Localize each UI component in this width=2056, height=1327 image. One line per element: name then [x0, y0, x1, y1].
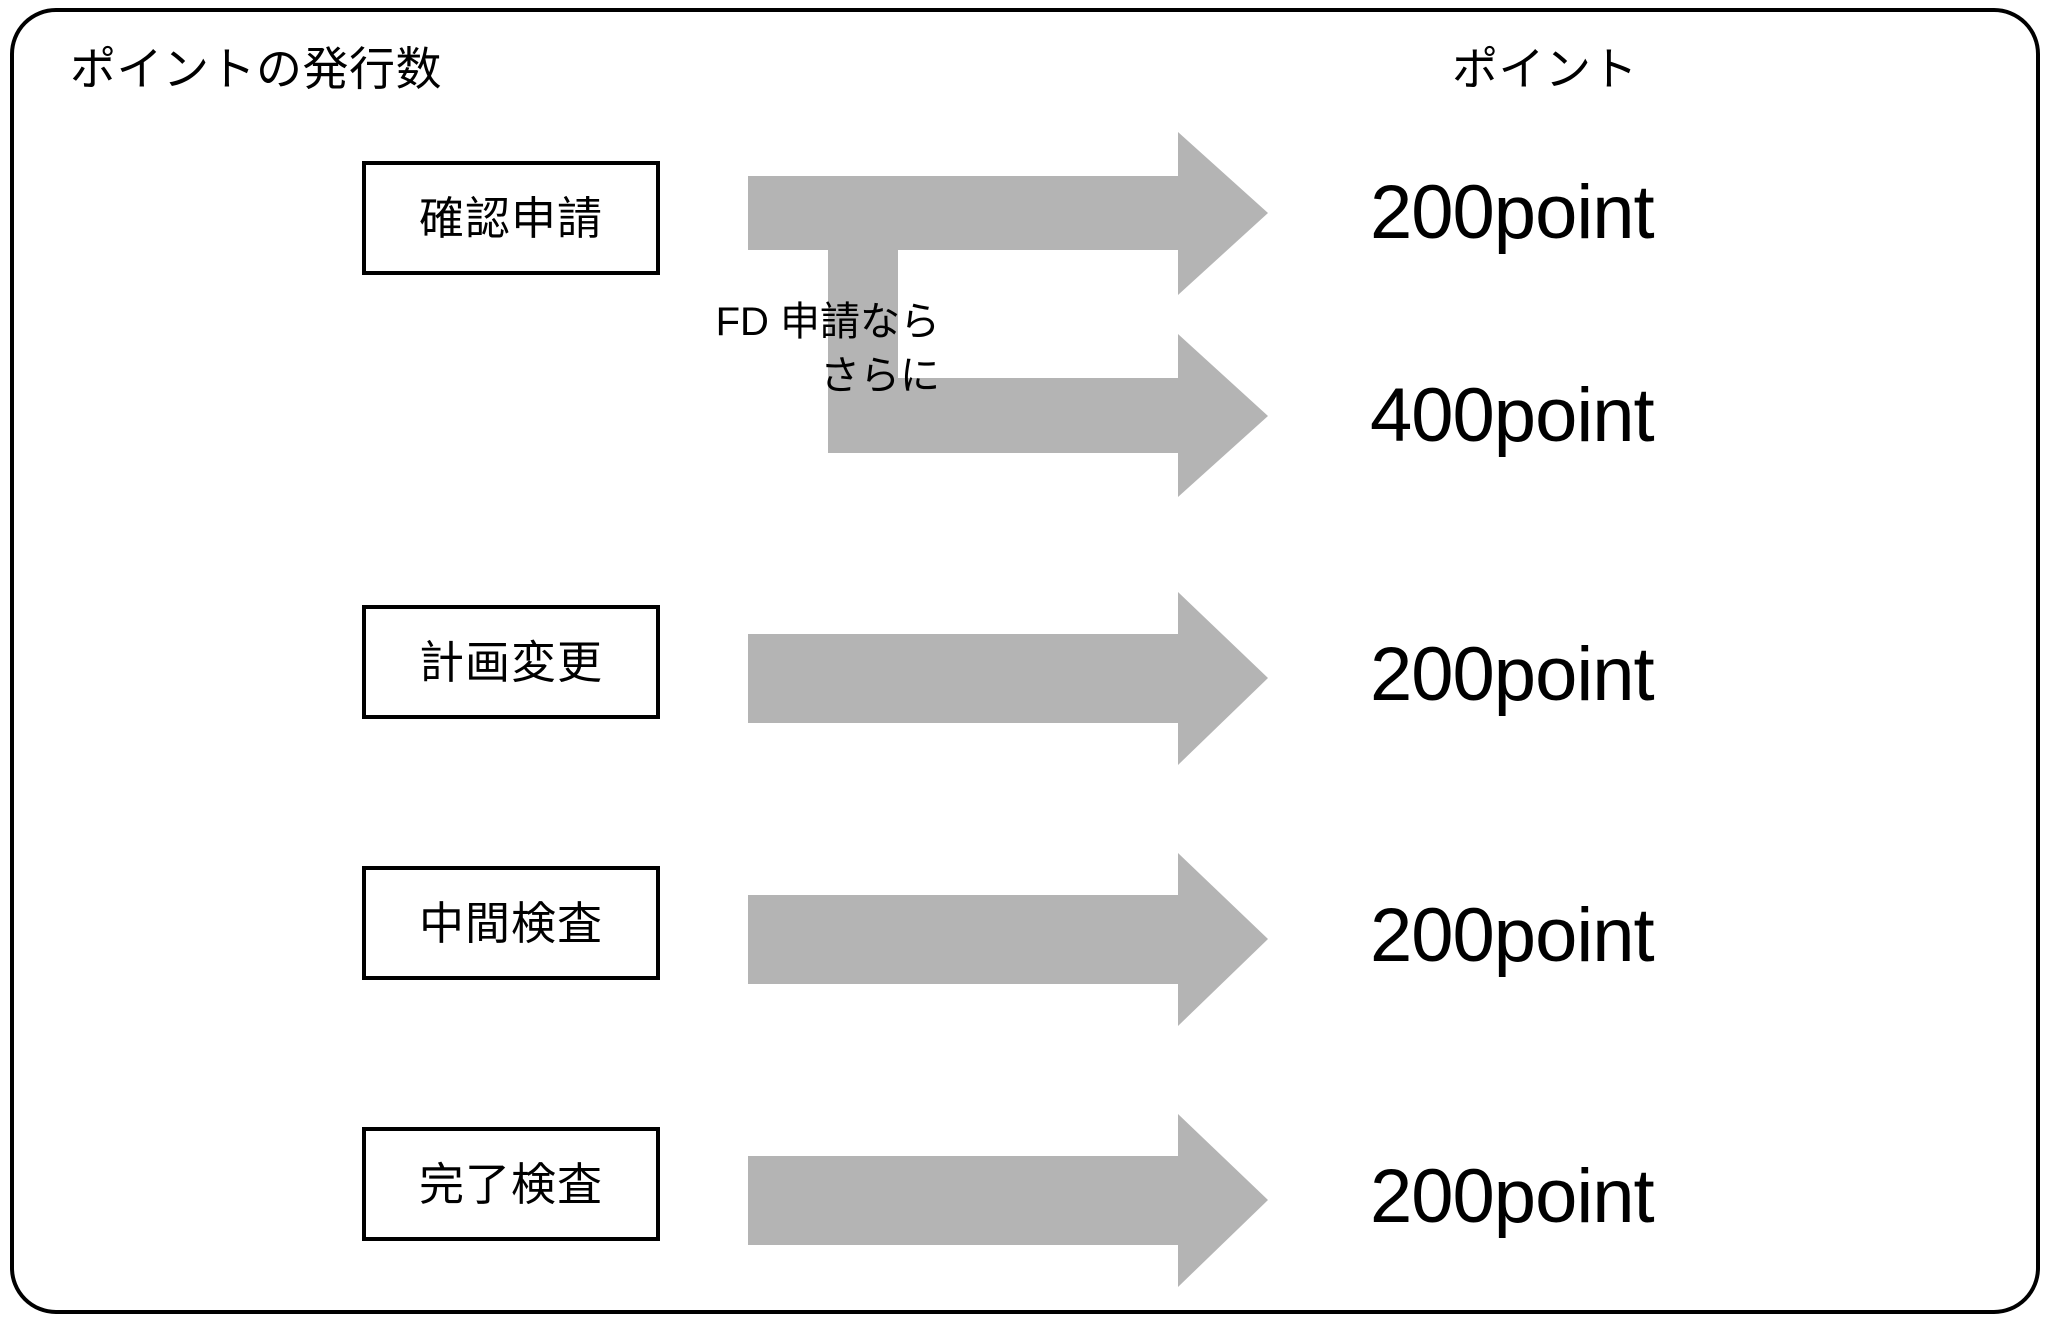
stage-box-label: 計画変更 [418, 636, 603, 688]
stage-box-confirmation-application[interactable]: 確認申請 [362, 161, 660, 275]
stage-box-interim-inspection[interactable]: 中間検査 [362, 866, 660, 980]
point-value-plan-change: 200point [1370, 632, 1655, 717]
stage-box-plan-change[interactable]: 計画変更 [362, 605, 660, 719]
stage-box-completion-inspection[interactable]: 完了検査 [362, 1127, 660, 1241]
column-heading-issuance-count: ポイントの発行数 [70, 43, 442, 95]
stage-box-label: 中間検査 [418, 897, 603, 949]
point-value-confirmation-application: 200point [1370, 170, 1655, 255]
point-value-interim-inspection: 200point [1370, 893, 1655, 978]
outer-frame [10, 8, 2040, 1314]
stage-box-label: 確認申請 [418, 192, 603, 244]
point-value-completion-inspection: 200point [1370, 1154, 1655, 1239]
fd-application-note: FD 申請なら さらに [715, 300, 940, 398]
point-value-fd-bonus: 400point [1370, 373, 1655, 458]
column-heading-points: ポイント [1452, 43, 1638, 95]
stage-box-label: 完了検査 [418, 1158, 603, 1210]
